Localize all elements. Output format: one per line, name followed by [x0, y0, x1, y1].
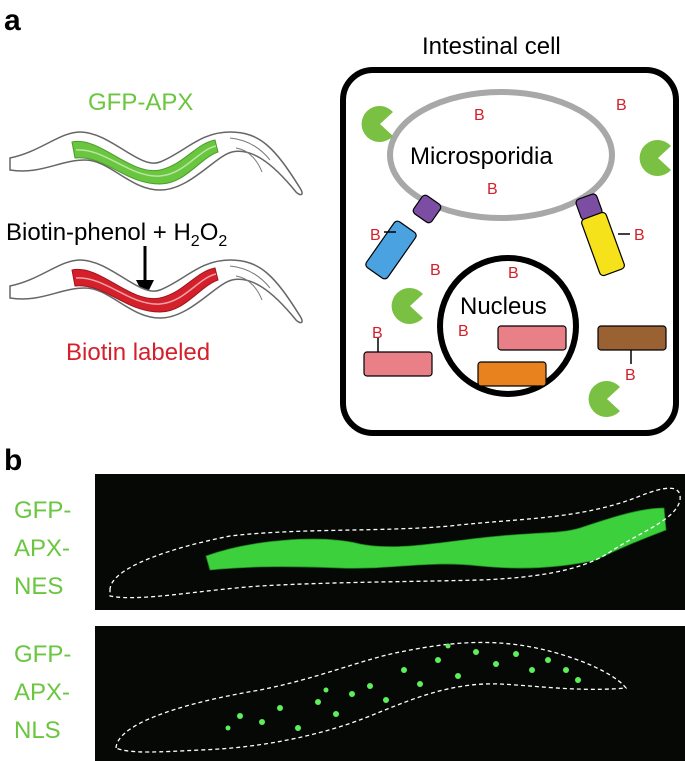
microsporidia-label: Microsporidia: [410, 143, 553, 170]
nes-label-line-2: APX-: [14, 535, 70, 562]
nucleus-dot: [575, 677, 581, 683]
pink-protein-nucleus: [497, 325, 567, 351]
nucleus-dot: [295, 725, 301, 731]
pink-protein-cytoplasm: [363, 351, 433, 377]
reaction-label: Biotin-phenol + H2O2: [6, 219, 227, 250]
nucleus-dot: [349, 691, 355, 697]
apx-enzyme-icon-1: [361, 106, 393, 142]
nucleus-dot: [315, 699, 321, 705]
gut-red-bottom: [71, 267, 219, 313]
nls-label-line-3: NLS: [14, 717, 61, 744]
nucleus-dot: [563, 667, 569, 673]
reaction-mid: O: [200, 219, 219, 246]
nes-label-line-3: NES: [14, 573, 63, 600]
intestinal-cell-title: Intestinal cell: [422, 33, 561, 60]
nls-label: GFP- APX- NLS: [14, 641, 71, 744]
nucleus-dot: [529, 667, 535, 673]
nls-worm-outline: [115, 641, 628, 753]
gut-green-top: [71, 139, 219, 185]
nucleus-dot: [383, 697, 389, 703]
nls-nuclei: [225, 643, 581, 731]
biotin-mark: B: [616, 97, 627, 114]
nucleus-dot: [401, 667, 407, 673]
purple-cap-left: [412, 194, 442, 224]
gut-lumen-top: [75, 145, 217, 177]
biotin-marks: B B B B B B B B B B: [370, 97, 645, 384]
nucleus-dot: [545, 657, 551, 663]
nucleus-dot: [473, 649, 479, 655]
nucleus-dot: [513, 651, 519, 657]
microsporidia-outline: [387, 89, 615, 221]
panel-letter-b: b: [4, 444, 22, 477]
biotin-mark: B: [487, 181, 498, 198]
nes-label: GFP- APX- NES: [14, 497, 71, 600]
biotin-mark: B: [634, 227, 645, 244]
nucleus-dot: [225, 725, 231, 731]
biotin-mark: B: [474, 107, 485, 124]
nes-cytoplasm-signal: [206, 508, 666, 570]
apx-enzyme-icon-3: [391, 288, 423, 325]
apx-enzyme-icon-2: [639, 140, 671, 177]
nucleus-dot: [259, 719, 265, 725]
nucleus-dot: [277, 705, 283, 711]
nucleus-dot: [237, 713, 243, 719]
biotin-mark: B: [372, 325, 383, 342]
nes-label-line-1: GFP-: [14, 497, 71, 524]
reaction-sub2: 2: [218, 233, 227, 250]
nucleus-dot: [323, 687, 329, 693]
blue-membrane-protein: [365, 194, 442, 280]
micrograph-nls: [95, 626, 685, 761]
worm-gfp-apx: [9, 131, 303, 196]
nucleus-dot: [435, 657, 441, 663]
yellow-membrane-protein: [575, 193, 630, 277]
nls-label-line-2: APX-: [14, 679, 70, 706]
biotin-labeled-label: Biotin labeled: [66, 339, 210, 366]
reaction-sub1: 2: [191, 233, 200, 250]
blue-protein-body: [365, 220, 417, 280]
nucleus-dot: [445, 643, 451, 649]
worm-head-detail-top: [229, 137, 271, 173]
nls-label-line-1: GFP-: [14, 641, 71, 668]
nucleus-dot: [455, 673, 461, 679]
biotin-mark: B: [430, 262, 441, 279]
gfp-apx-label: GFP-APX: [88, 89, 193, 116]
nucleus-dot: [417, 681, 423, 687]
biotin-mark: B: [370, 227, 381, 244]
worm-biotin-labeled: [9, 259, 303, 324]
nucleus-dot: [333, 711, 339, 717]
brown-protein: [597, 325, 667, 351]
yellow-protein-body: [581, 211, 625, 277]
micrograph-nls-background: [95, 626, 685, 761]
biotin-mark: B: [508, 265, 519, 282]
orange-protein-nucleus: [477, 361, 547, 387]
worm-head-detail-bottom: [229, 265, 271, 301]
biotin-mark: B: [625, 367, 636, 384]
nucleus-label: Nucleus: [460, 293, 547, 320]
reaction-prefix: Biotin-phenol + H: [6, 219, 191, 246]
micrograph-nes: [95, 474, 685, 610]
gut-lumen-bottom: [75, 273, 217, 305]
nucleus-dot: [367, 683, 373, 689]
biotin-mark: B: [458, 323, 469, 340]
apx-enzyme-icon-4: [588, 381, 620, 418]
panel-letter-a: a: [4, 4, 21, 37]
nucleus-dot: [493, 661, 499, 667]
